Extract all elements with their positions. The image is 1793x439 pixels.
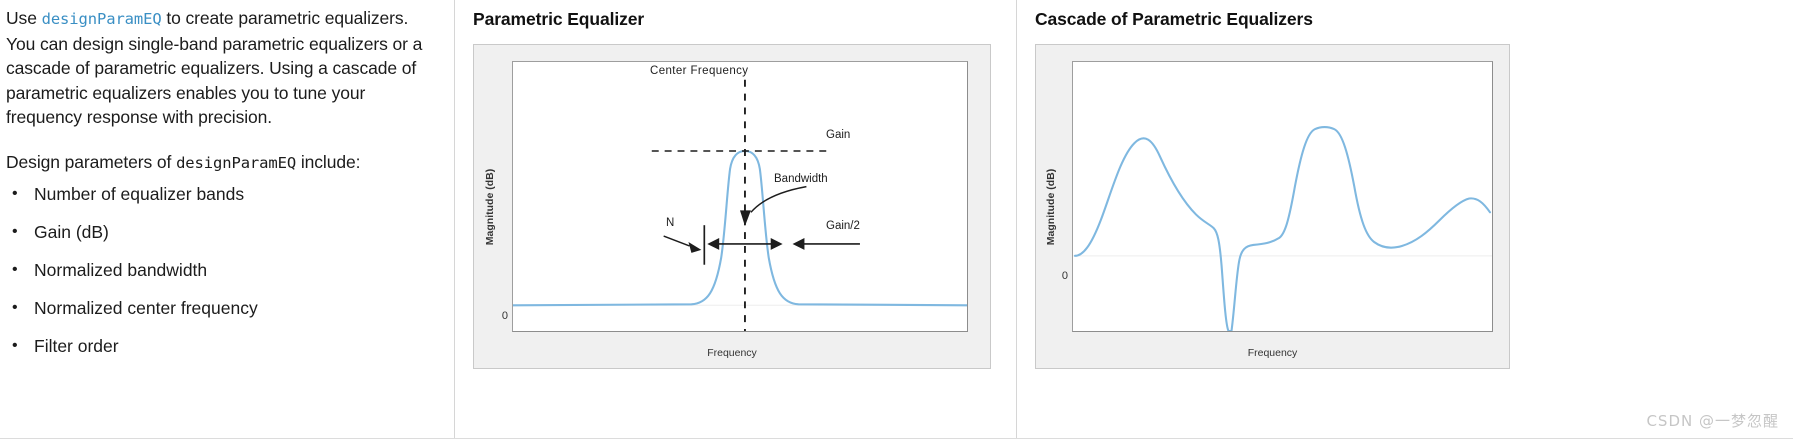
order-leader-line — [663, 235, 690, 247]
designparameq-code: designParamEQ — [176, 153, 297, 172]
annotation-gain: Gain — [826, 129, 851, 141]
magnitude-response-curve — [1073, 125, 1492, 331]
order-arrowhead — [688, 241, 702, 253]
page-title: Cascade of Parametric Equalizers — [1035, 9, 1313, 29]
designparameq-link[interactable]: designParamEQ — [41, 10, 162, 28]
list-item-label: Number of equalizer bands — [34, 183, 245, 204]
annotation-center-frequency: Center Frequency — [650, 65, 749, 77]
list-item-label: Normalized center frequency — [34, 297, 258, 318]
design-parameters-list: Number of equalizer bands Gain (dB) Norm… — [6, 183, 438, 374]
magnitude-response-curve — [513, 149, 967, 307]
list-item: Normalized bandwidth — [6, 259, 438, 298]
design-parameters-lead: Design parameters of designParamEQ inclu… — [6, 150, 438, 176]
intro-text-before-code: Use — [6, 8, 42, 28]
list-item-label: Gain (dB) — [34, 221, 109, 242]
cascade-equalizers-axes — [1072, 61, 1493, 332]
cascade-equalizers-plot — [1073, 125, 1492, 331]
lead-text-before-code: Design parameters of — [6, 151, 177, 172]
csdn-watermark: CSDN @一梦忽醒 — [1646, 412, 1779, 430]
bandwidth-arrowhead — [740, 210, 751, 227]
bandwidth-span-arrow-right — [770, 238, 783, 250]
list-item: Number of equalizer bands — [6, 183, 438, 222]
list-item-label: Filter order — [34, 335, 119, 356]
y-axis-tick-zero: 0 — [501, 310, 508, 322]
parametric-equalizer-plot — [513, 79, 967, 331]
parametric-equalizer-axes — [512, 61, 968, 332]
page-title: Parametric Equalizer — [473, 9, 645, 29]
x-axis-label: Frequency — [707, 347, 757, 359]
bandwidth-leader-line — [750, 185, 807, 213]
list-item: Gain (dB) — [6, 221, 438, 260]
cascade-equalizers-column: Cascade of Parametric Equalizers Magnitu… — [1017, 0, 1793, 439]
lead-text-after-code: include: — [296, 151, 361, 172]
parametric-equalizer-figure: Magnitude (dB) 0 Frequency — [473, 44, 991, 369]
annotation-filter-order: N — [666, 217, 675, 229]
bandwidth-span-arrow-left — [707, 238, 720, 250]
y-axis-tick-zero: 0 — [1061, 270, 1068, 282]
list-item: Filter order — [6, 335, 438, 374]
list-item-label: Normalized bandwidth — [34, 259, 208, 280]
intro-paragraph: Use designParamEQ to create parametric e… — [6, 6, 438, 130]
annotation-gain-half: Gain/2 — [826, 220, 860, 232]
y-axis-label: Magnitude (dB) — [1045, 168, 1058, 245]
gain-half-arrowhead — [792, 238, 805, 250]
y-axis-label: Magnitude (dB) — [484, 168, 497, 245]
x-axis-label: Frequency — [1247, 347, 1298, 359]
cascade-equalizers-figure: Magnitude (dB) 0 Frequency — [1035, 44, 1510, 369]
intro-text-after-code: to create parametric equalizers. You can… — [6, 8, 423, 128]
description-column: Use designParamEQ to create parametric e… — [0, 0, 455, 439]
parametric-equalizer-column: Parametric Equalizer Magnitude (dB) 0 Fr… — [455, 0, 1017, 439]
annotation-bandwidth: Bandwidth — [774, 173, 828, 185]
list-item: Normalized center frequency — [6, 297, 438, 336]
